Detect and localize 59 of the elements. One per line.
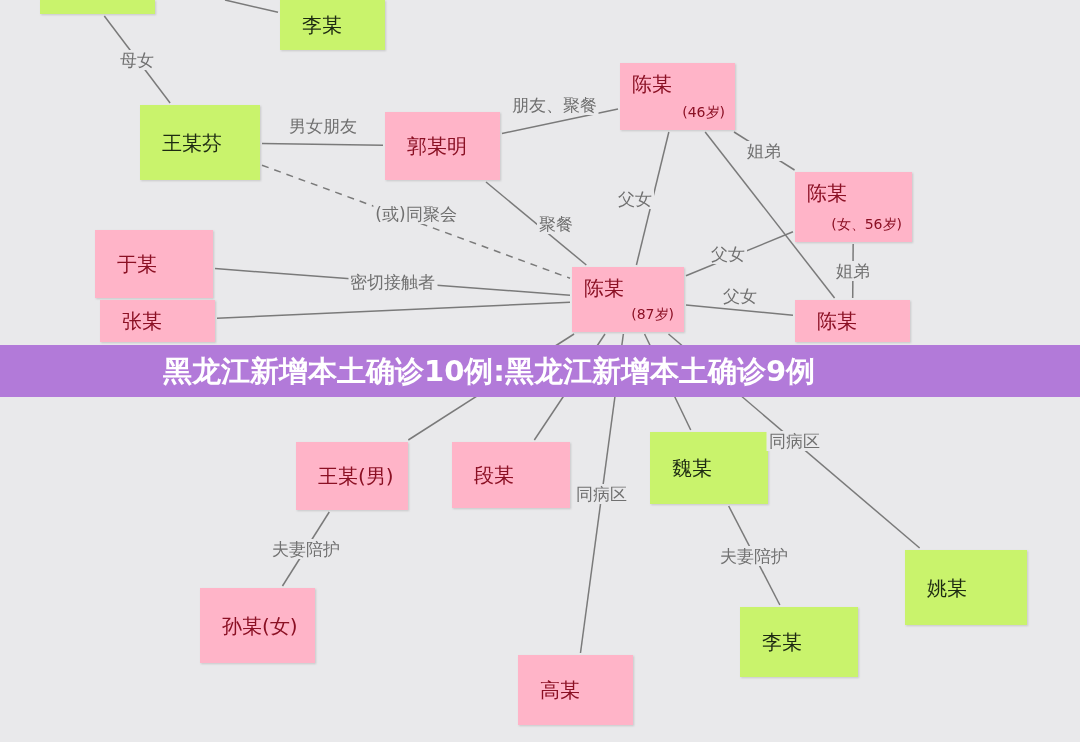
edge-label: 母女 [118,49,157,70]
connector-line [685,304,794,317]
sticky-note [795,172,912,242]
edge-label: (或)同聚会 [373,203,459,224]
sticky-note [795,300,910,342]
note-text: (女、56岁) [831,216,902,234]
sticky-note [95,230,213,298]
connector-line [485,181,588,266]
edge-label: 密切接触者 [348,271,437,292]
name-text: 段某 [474,462,514,489]
edge-label: 同病区 [766,431,822,451]
name-text: 魏某 [672,455,712,482]
edge-label: 父女 [708,243,747,264]
name-text: 于某 [117,251,157,278]
name-text: 孙某(女) [222,612,298,640]
edge-label: 父女 [720,286,759,307]
connector-line [224,0,279,14]
sticky-note [140,105,260,180]
connector-line [216,301,571,320]
name-text: 高某 [540,677,580,704]
name-text: 陈某 [632,71,672,98]
name-text: 陈某 [817,308,857,335]
note-text: (87岁) [631,306,674,324]
edge-label: 夫妻陪护 [269,539,342,559]
name-text: 王某(男) [318,463,394,490]
sticky-note [452,442,570,508]
name-text: 陈某 [807,180,847,207]
name-text: 李某 [302,12,342,39]
sticky-note [620,63,735,130]
sticky-note [650,432,768,504]
connector-line [635,131,670,266]
sticky-note [200,588,315,663]
sticky-note [385,112,500,180]
sticky-note [40,0,155,14]
name-text: 姚某 [927,574,967,602]
connector-line [704,131,836,299]
name-text: 李某 [762,629,802,656]
edge-label: 姐弟 [745,141,784,161]
sticky-note [905,550,1027,625]
name-text: 陈某 [584,275,624,302]
name-text: 张某 [122,308,162,335]
edge-label: 姐弟 [833,261,872,281]
note-text: (46岁) [682,104,725,122]
connector-line [261,142,384,146]
name-text: 郭某明 [407,133,467,160]
sticky-note [572,267,684,332]
edge-label: 同病区 [574,483,630,504]
sticky-note [740,607,858,677]
title-text: 黑龙江新增本土确诊10例:黑龙江新增本土确诊9例 [163,354,816,388]
dashed-connector [261,164,571,279]
edge-label: 男女朋友 [286,116,359,137]
edge-label: 父女 [615,188,654,209]
sticky-note [296,442,408,510]
sticky-note [100,300,215,342]
connector-line [501,108,619,135]
edge-label: 朋友、聚餐 [509,95,599,116]
sticky-note [518,655,633,725]
sticky-note [280,0,385,50]
name-text: 王某芬 [162,129,222,157]
